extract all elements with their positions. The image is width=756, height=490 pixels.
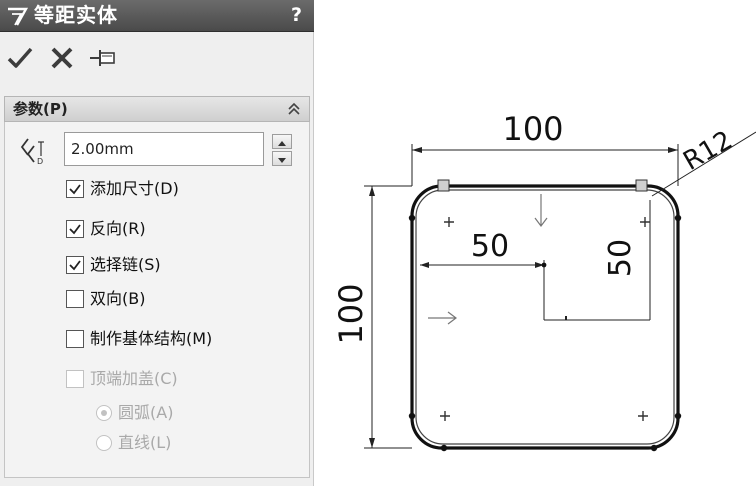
radio-circle (96, 435, 112, 451)
checkbox-box[interactable] (66, 330, 84, 348)
line-cap-radio: 直线(L) (96, 432, 206, 454)
panel-toolbar (0, 40, 314, 78)
offset-direction-arrows (428, 194, 548, 325)
height-dimension-text: 100 (332, 283, 370, 344)
bidirectional-label: 双向(B) (90, 289, 146, 308)
distance-spin-down-button[interactable] (272, 151, 292, 166)
arc-cap-label: 圆弧(A) (118, 403, 174, 422)
horizontal-offset-text: 50 (471, 229, 509, 264)
offset-distance-icon: D (20, 138, 44, 166)
parameters-group-title: 参数(P) (13, 100, 68, 118)
sketch-canvas[interactable]: 100 100 50 50 R12 (314, 0, 756, 486)
arrow-up-icon (278, 141, 286, 146)
cancel-button[interactable] (48, 44, 76, 72)
check-mark-icon (69, 224, 81, 235)
property-manager-panel: 等距实体 ? 参数(P) (0, 0, 314, 486)
checkbox-box[interactable] (66, 256, 84, 274)
panel-title: 等距实体 (34, 3, 118, 27)
base-construction-label: 制作基体结构(M) (90, 329, 213, 348)
reverse-label: 反向(R) (90, 219, 146, 238)
add-dimensions-label: 添加尺寸(D) (90, 179, 179, 198)
vertical-offset-text: 50 (603, 239, 638, 277)
add-dimensions-checkbox[interactable]: 添加尺寸(D) (66, 178, 226, 200)
ok-button[interactable] (6, 44, 34, 72)
checkbox-box[interactable] (66, 220, 84, 238)
base-construction-checkbox[interactable]: 制作基体结构(M) (66, 328, 266, 350)
line-cap-label: 直线(L) (118, 433, 172, 452)
original-profile[interactable] (415, 189, 675, 445)
constraint-marker[interactable] (635, 179, 648, 192)
offset-distance-input[interactable] (64, 132, 264, 166)
parameters-group-body (4, 122, 310, 478)
sketch-endpoints (408, 214, 682, 452)
panel-titlebar: 等距实体 ? (0, 0, 314, 32)
select-chain-label: 选择链(S) (90, 255, 161, 274)
offset-entities-icon (8, 7, 29, 26)
arrow-down-icon (278, 158, 286, 163)
vertical-offset-dimension[interactable]: 50 (543, 200, 651, 321)
check-icon (7, 47, 33, 68)
bidirectional-checkbox[interactable]: 双向(B) (66, 288, 206, 310)
collapse-chevron-icon[interactable] (287, 102, 301, 116)
check-mark-icon (69, 184, 81, 195)
horizontal-offset-dimension[interactable]: 50 (420, 229, 544, 268)
radius-dimension[interactable]: R12 (651, 125, 756, 197)
radio-circle (96, 405, 112, 421)
distance-spin-up-button[interactable] (272, 134, 292, 149)
reverse-checkbox[interactable]: 反向(R) (66, 218, 206, 240)
offset-profile[interactable] (410, 184, 680, 450)
help-button[interactable]: ? (290, 4, 302, 26)
sketch-graphics-area[interactable]: 100 100 50 50 R12 (314, 0, 756, 486)
arc-center-markers (440, 217, 650, 421)
width-dimension-text: 100 (502, 110, 563, 148)
height-dimension[interactable]: 100 (332, 185, 412, 449)
checkbox-box[interactable] (66, 290, 84, 308)
checkbox-box (66, 370, 84, 388)
pin-button[interactable] (88, 44, 116, 72)
pushpin-icon (90, 50, 115, 66)
svg-text:D: D (37, 157, 43, 166)
check-mark-icon (69, 260, 81, 271)
cap-ends-label: 顶端加盖(C) (90, 369, 178, 388)
arc-cap-radio: 圆弧(A) (96, 402, 206, 424)
constraint-marker[interactable] (437, 179, 450, 192)
cap-ends-checkbox: 顶端加盖(C) (66, 368, 226, 390)
parameters-group-header[interactable]: 参数(P) (4, 96, 310, 122)
radius-dimension-text: R12 (678, 125, 737, 177)
x-icon (51, 47, 73, 69)
radio-dot (101, 410, 107, 416)
select-chain-checkbox[interactable]: 选择链(S) (66, 254, 206, 276)
width-dimension[interactable]: 100 (411, 110, 679, 186)
checkbox-box[interactable] (66, 180, 84, 198)
